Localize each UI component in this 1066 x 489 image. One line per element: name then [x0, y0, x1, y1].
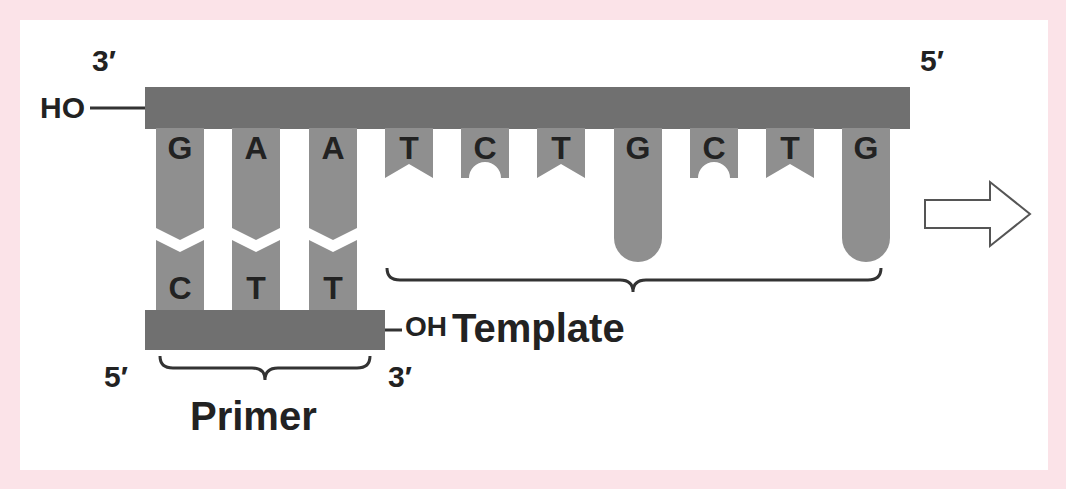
base-letter: G — [614, 128, 662, 166]
base-peg — [766, 128, 814, 178]
hydroxyl-bond — [385, 329, 402, 332]
template-base: T — [385, 128, 433, 178]
template-base: C — [690, 128, 738, 178]
base-peg — [232, 240, 280, 310]
base-peg — [461, 128, 509, 178]
hydroxyl-label: HO — [40, 91, 85, 124]
base-letter: T — [385, 128, 433, 166]
base-letter: G — [156, 128, 204, 166]
template-base: G — [842, 128, 890, 262]
base-letter: C — [461, 128, 509, 166]
base-letter: C — [156, 270, 204, 310]
region-label: Template — [452, 306, 625, 350]
end-label: 3′ — [92, 44, 116, 77]
template-base: C — [461, 128, 509, 178]
primer-brace — [160, 356, 370, 380]
template-base: T — [766, 128, 814, 178]
base-peg — [232, 128, 280, 240]
primer-backbone — [145, 310, 385, 350]
base-letter: A — [309, 128, 357, 166]
base-letter: T — [537, 128, 585, 166]
base-peg — [385, 128, 433, 178]
end-label: 3′ — [388, 360, 412, 393]
base-peg — [690, 128, 738, 178]
template-base: A — [309, 128, 357, 240]
end-label: 5′ — [920, 44, 944, 77]
direction-arrow — [925, 182, 1030, 246]
template-base: G — [614, 128, 662, 262]
base-peg — [309, 128, 357, 240]
base-letter: T — [309, 270, 357, 310]
base-peg — [309, 240, 357, 310]
template-brace — [387, 268, 881, 292]
template-base: G — [156, 128, 204, 240]
base-letter: T — [766, 128, 814, 166]
primer-base: T — [232, 240, 280, 310]
base-letter: C — [690, 128, 738, 166]
template-base: A — [232, 128, 280, 240]
hydroxyl-label: OH — [405, 312, 447, 343]
base-peg — [842, 128, 890, 262]
template-base: T — [537, 128, 585, 178]
base-peg — [156, 128, 204, 240]
base-letter: T — [232, 270, 280, 310]
template-backbone — [145, 87, 910, 129]
primer-base: C — [156, 240, 204, 310]
base-peg — [614, 128, 662, 262]
base-letter: G — [842, 128, 890, 166]
hydroxyl-bond — [90, 107, 145, 110]
base-peg — [156, 240, 204, 310]
base-peg — [537, 128, 585, 178]
end-label: 5′ — [104, 360, 128, 393]
primer-base: T — [309, 240, 357, 310]
region-label: Primer — [190, 394, 317, 438]
base-letter: A — [232, 128, 280, 166]
